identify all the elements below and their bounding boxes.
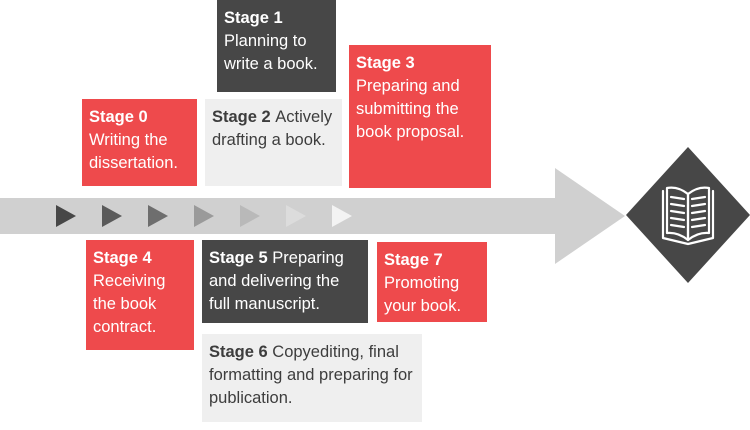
stage-2-box: Stage 2 Actively drafting a book.	[205, 99, 342, 186]
stage-heading: Stage 2	[212, 108, 276, 126]
stage-description: Copyediting, final formatting and prepar…	[209, 343, 413, 407]
stage-description: Actively drafting a book.	[212, 108, 333, 149]
stage-0-box: Stage 0 Writing the dissertation.	[82, 99, 197, 186]
stage-heading: Stage 0	[89, 108, 148, 126]
stage-heading: Stage 7	[384, 251, 443, 269]
chevron-right-icon	[56, 205, 76, 227]
chevron-right-icon	[102, 205, 122, 227]
stage-description: Planning to write a book.	[224, 32, 318, 73]
stage-heading: Stage 6	[209, 343, 273, 361]
chevron-right-icon	[148, 205, 168, 227]
stage-description: Receiving the book contract.	[93, 272, 166, 336]
stage-description: Preparing and delivering the full manusc…	[209, 249, 344, 313]
stage-6-box: Stage 6 Copyediting, final formatting an…	[202, 334, 422, 422]
stage-description: Promoting your book.	[384, 274, 462, 315]
open-book-icon	[661, 186, 715, 246]
stage-5-box: Stage 5 Preparing and delivering the ful…	[202, 240, 368, 323]
chevron-right-icon	[286, 205, 306, 227]
chevron-right-icon	[240, 205, 260, 227]
chevron-right-icon	[332, 205, 352, 227]
stage-1-box: Stage 1 Planning to write a book.	[217, 0, 336, 92]
chevron-right-icon	[194, 205, 214, 227]
stage-7-box: Stage 7 Promoting your book.	[377, 242, 487, 322]
stage-description: Preparing and submitting the book propos…	[356, 77, 465, 141]
stage-heading: Stage 1	[224, 9, 283, 27]
stage-heading: Stage 4	[93, 249, 152, 267]
stage-heading: Stage 5	[209, 249, 273, 267]
timeline-arrow	[0, 168, 625, 264]
progress-chevrons	[56, 205, 352, 227]
stage-heading: Stage 3	[356, 54, 415, 72]
stage-description: Writing the dissertation.	[89, 131, 178, 172]
stage-3-box: Stage 3 Preparing and submitting the boo…	[349, 45, 491, 188]
stage-4-box: Stage 4 Receiving the book contract.	[86, 240, 194, 350]
